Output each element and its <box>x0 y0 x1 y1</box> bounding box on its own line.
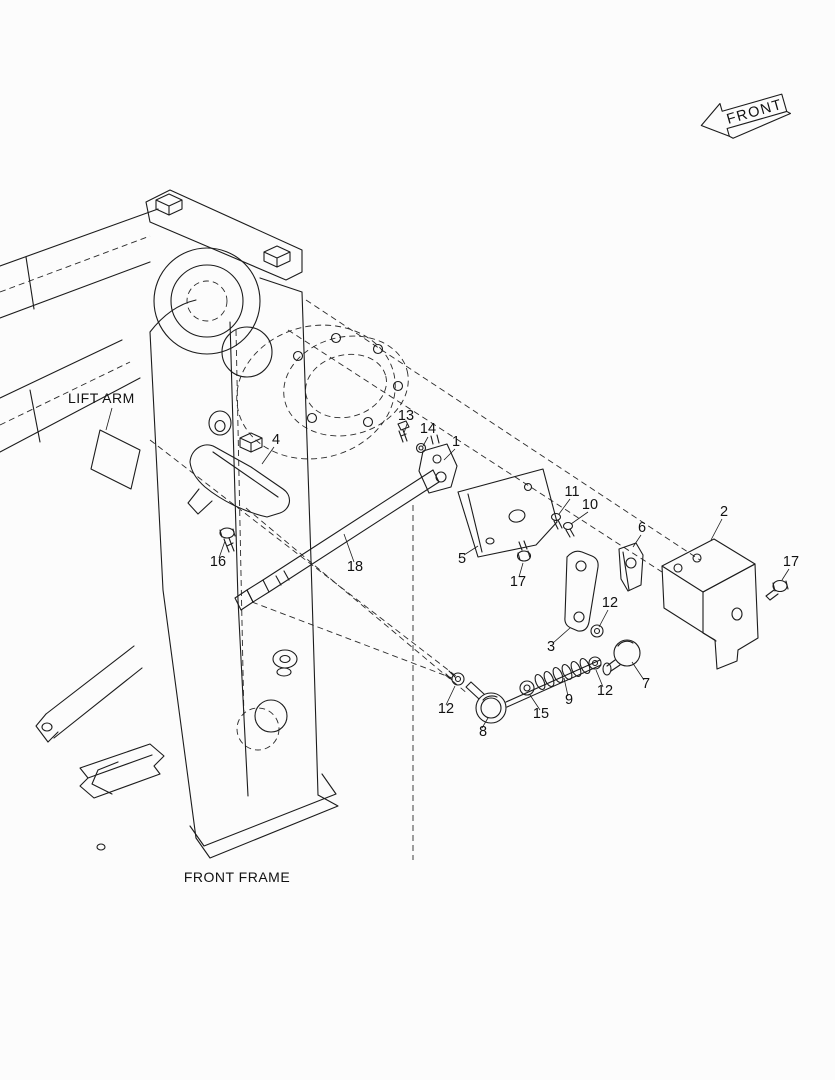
part-number-label: 7 <box>642 676 650 692</box>
front-arrow-shadow <box>728 110 791 139</box>
front-arrow-icon <box>700 93 788 137</box>
part-number-label: 11 <box>564 484 579 500</box>
part-number-label: 12 <box>438 701 454 717</box>
exploded-parts <box>187 420 789 724</box>
part-number-label: 16 <box>210 554 226 570</box>
frame-artwork <box>0 189 404 859</box>
hidden-lines <box>0 235 701 860</box>
part-number-label: 18 <box>347 559 363 575</box>
part-number-label: 6 <box>638 520 646 536</box>
part-number-label: 8 <box>479 724 487 740</box>
front-direction-arrow: FRONT <box>700 93 791 139</box>
front-frame-label: FRONT FRAME <box>184 869 290 885</box>
part-number-label: 3 <box>547 639 555 655</box>
part-number-label: 12 <box>597 683 613 699</box>
part-number-label: 13 <box>398 408 414 424</box>
part-number-label: 17 <box>783 554 799 570</box>
part-number-label: 15 <box>533 706 549 722</box>
lift-arm-label: LIFT ARM <box>68 390 135 406</box>
part-number-label: 10 <box>582 497 598 513</box>
part-number-label: 2 <box>720 504 728 520</box>
part-number-label: 17 <box>510 574 526 590</box>
part-number-label: 12 <box>602 595 618 611</box>
part-number-label: 1 <box>452 434 460 450</box>
part-number-label: 5 <box>458 551 466 567</box>
part-number-label: 4 <box>272 432 280 448</box>
part-number-label: 14 <box>420 421 436 437</box>
part-number-label: 9 <box>565 692 573 708</box>
leader-lines <box>105 407 790 729</box>
